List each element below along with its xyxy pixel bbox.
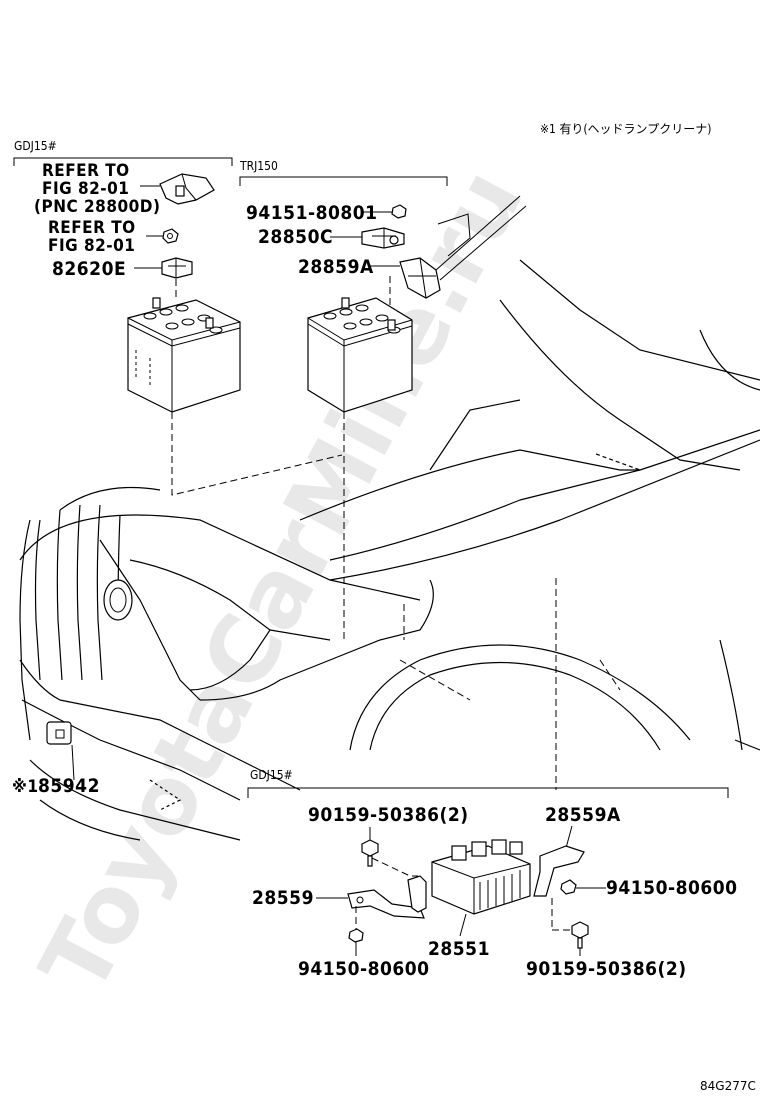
washer-cap-85942: [46, 721, 72, 745]
part-number-28559: 28559: [252, 887, 314, 909]
part-number-28551: 28551: [428, 938, 490, 960]
headlamp-cleaner-note: ※1 有り(ヘッドランプクリーナ): [540, 122, 711, 136]
note-mark-85942: ※1: [12, 777, 39, 797]
nut-part-left: [162, 228, 179, 244]
part-number-28559A: 28559A: [545, 804, 621, 826]
battery-right: [307, 297, 413, 413]
group-label-trj150: TRJ150: [239, 159, 278, 173]
refer-label-1-line1: REFER TO: [42, 161, 130, 181]
terminal-part-82620E: [161, 257, 193, 279]
group-gdj15-bottom: GDJ15#: [247, 768, 729, 798]
group-gdj15-top: GDJ15#: [13, 139, 233, 166]
refer-label-1-line3: (PNC 28800D): [34, 197, 160, 217]
group-label-gdj15-bottom: GDJ15#: [250, 768, 293, 782]
part-number-28859A: 28859A: [298, 256, 374, 278]
bolt-part-90159-top: [361, 839, 379, 867]
bracket-part-28559: [347, 875, 427, 919]
sensor-part-28850C: [361, 227, 405, 249]
bracket-part-28559A: [533, 845, 585, 897]
part-number-94150-right: 94150-80600: [606, 877, 738, 899]
part-number-90159-top: 90159-50386(2): [308, 804, 469, 826]
refer-label-2-line1: REFER TO: [48, 218, 136, 238]
vehicle-front-illustration: [19, 259, 760, 841]
part-number-85942: 85942: [38, 775, 100, 797]
battery-left: [127, 297, 241, 413]
relay-block-28551: [431, 839, 531, 915]
refer-label-2-line2: FIG 82-01: [48, 236, 135, 256]
group-label-gdj15-top: GDJ15#: [14, 139, 57, 153]
part-number-94151-80801: 94151-80801: [246, 202, 378, 224]
battery-terminal-part: [159, 173, 215, 205]
diagram-code: 84G277C: [700, 1079, 756, 1093]
nut-part-94150-right: [560, 879, 577, 895]
group-trj150: TRJ150: [239, 159, 448, 186]
part-number-28850C: 28850C: [258, 226, 333, 248]
part-number-90159-bottom: 90159-50386(2): [526, 958, 687, 980]
part-number-94150-left: 94150-80600: [298, 958, 430, 980]
part-number-82620E: 82620E: [52, 258, 126, 280]
nut-part-94151: [391, 204, 407, 219]
nut-part-94150-left: [348, 928, 364, 943]
bolt-part-90159-bottom: [571, 921, 589, 949]
refer-label-1-line2: FIG 82-01: [42, 179, 129, 199]
cable-part-28859A: [399, 195, 527, 299]
